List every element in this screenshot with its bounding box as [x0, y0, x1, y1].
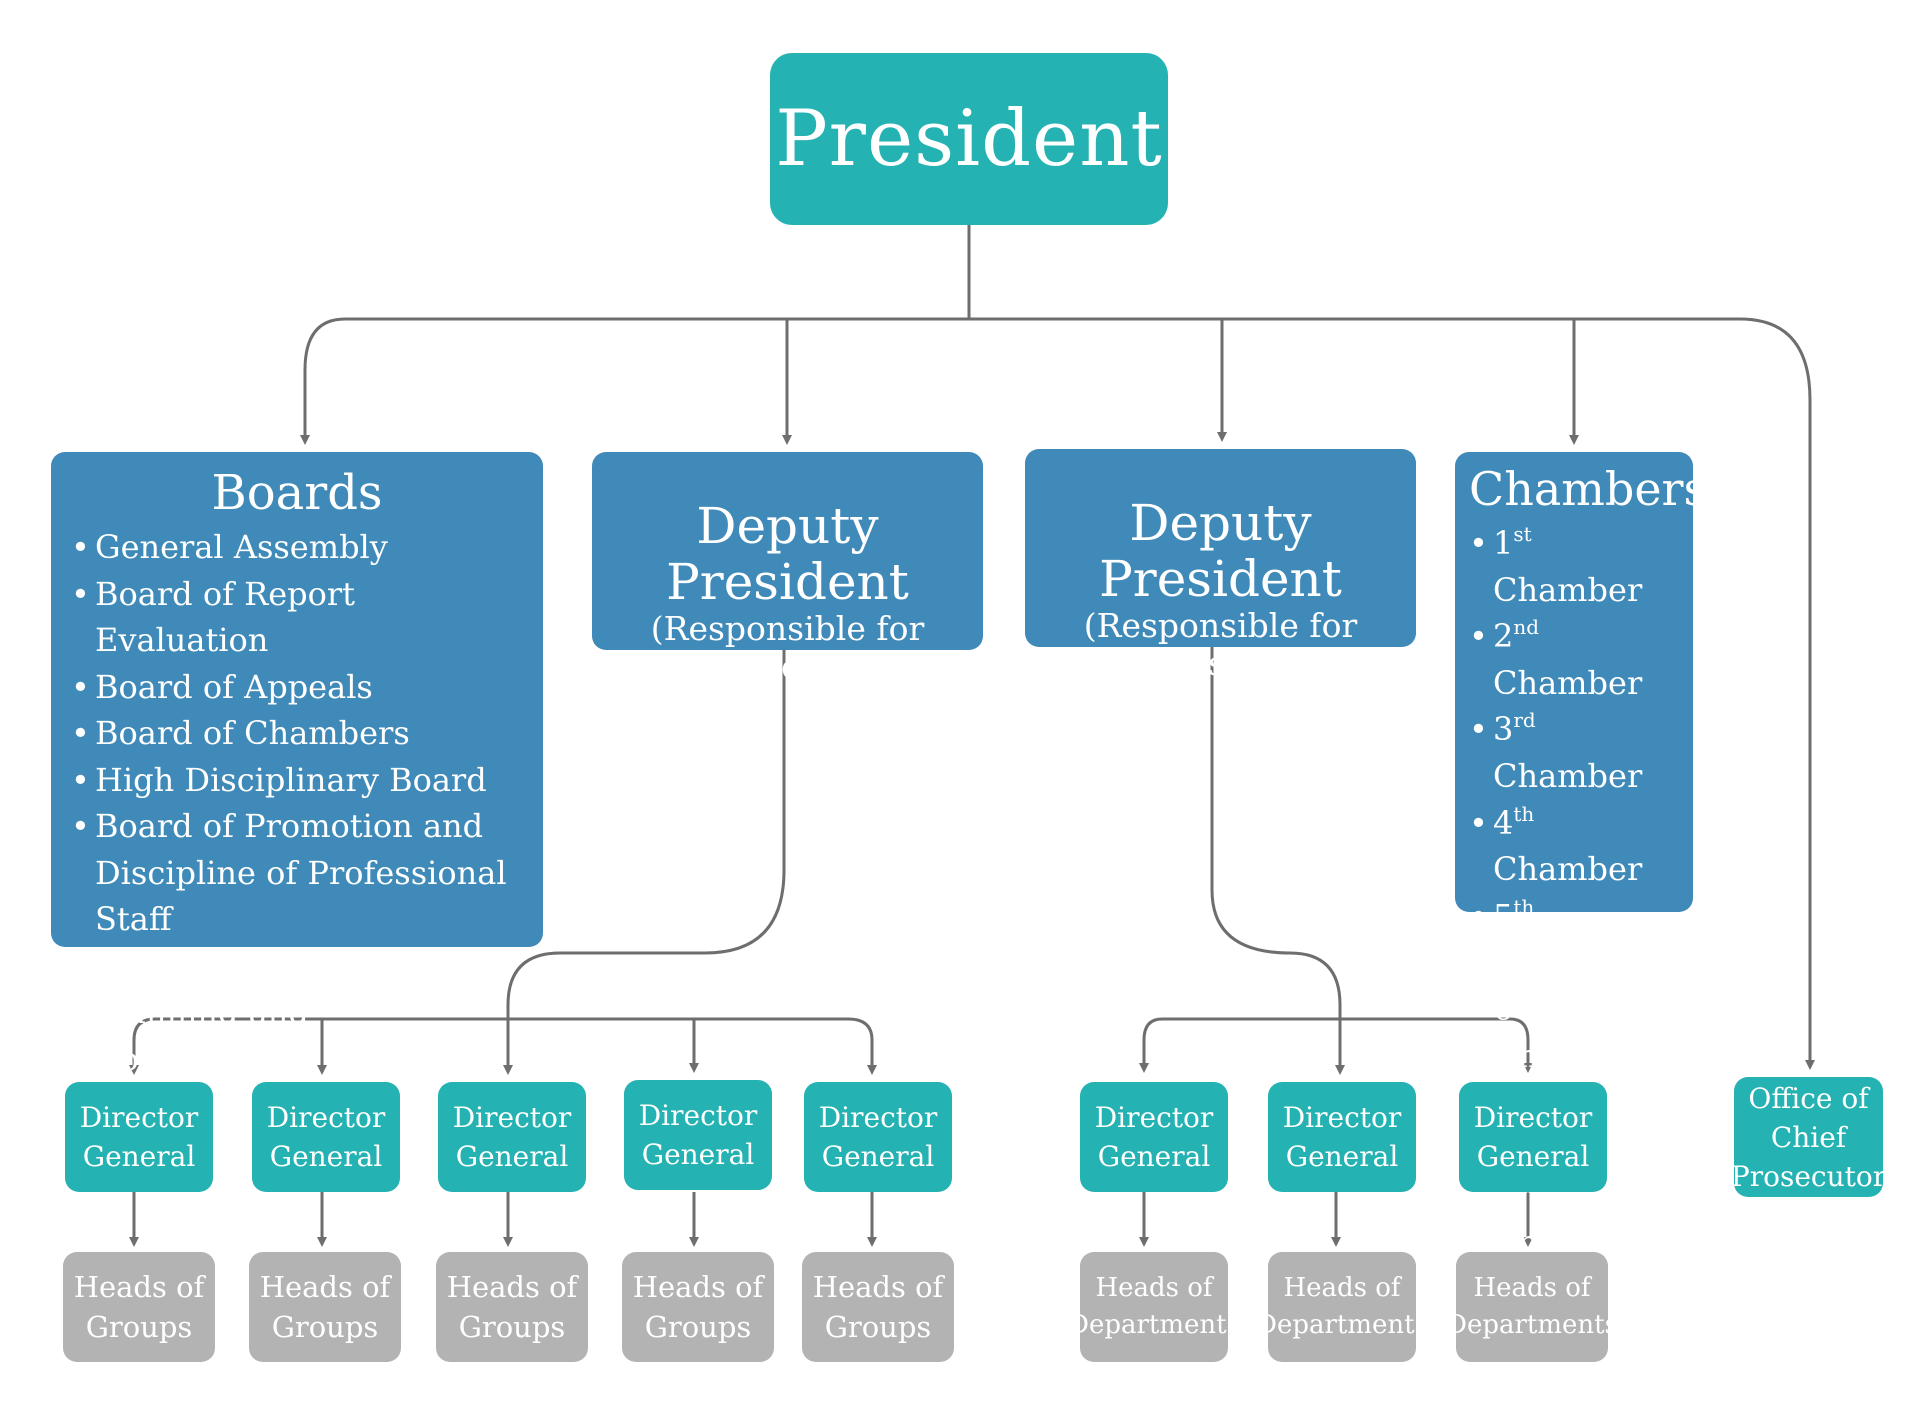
chambers-heading: Chambers [1469, 462, 1708, 516]
deputy-admin-title: Deputy President [1099, 494, 1342, 608]
deputy-president-admin-node: Deputy President (Responsible for Admini… [1025, 449, 1416, 683]
chamber-item: 1st Chamber [1469, 520, 1681, 613]
deputy-president-audit-node: Deputy President (Responsible for Audit) [592, 452, 983, 686]
chamber-number: 4 [1493, 803, 1514, 842]
chamber-label: Chamber [1493, 943, 1643, 982]
heads-label: Heads of Groups [632, 1270, 764, 1344]
boards-list-item: General Assembly [71, 524, 523, 571]
boards-heading: Boards [211, 465, 383, 521]
connector-to-office [1739, 317, 1815, 1070]
heads-label: Heads of Groups [812, 1270, 944, 1344]
heads-label: Heads of Departments [1446, 1273, 1618, 1340]
chambers-node: Chambers 1st Chamber 2nd Chamber 3rd Cha… [1455, 452, 1708, 1261]
boards-list-item: Board of Auditing, Planning and Coordina… [71, 943, 523, 1083]
heads-label: Heads of Departments [1068, 1273, 1240, 1340]
chamber-item: 5th Chamber [1469, 893, 1681, 986]
chamber-ordinal-suffix: th [1513, 987, 1535, 1012]
connector-audit-stem [503, 650, 786, 1075]
chamber-ordinal-suffix: st [1513, 522, 1532, 546]
chamber-item: 4th Chamber [1469, 800, 1681, 893]
director-general-node: Director General [65, 1082, 213, 1192]
chamber-number: 5 [1493, 896, 1514, 935]
connector-to-boards [300, 317, 346, 445]
boards-list-item: Board of Promotion and Discipline of Pro… [71, 803, 523, 943]
chamber-ordinal-suffix: th [1513, 894, 1535, 919]
heads-of-groups-node: Heads of Groups [249, 1252, 401, 1362]
chamber-label: Chamber [1493, 570, 1643, 609]
heads-of-groups-node: Heads of Groups [63, 1252, 215, 1362]
director-general-label: Director General [79, 1101, 199, 1173]
president-node: President [770, 53, 1168, 225]
director-general-label: Director General [452, 1101, 572, 1173]
heads-of-departments-node: Heads of Departments [1068, 1252, 1240, 1362]
boards-list: General Assembly Board of Report Evaluat… [71, 524, 523, 1082]
boards-node: Boards General Assembly Board of Report … [51, 452, 543, 1078]
heads-of-departments-node: Heads of Departments [1256, 1252, 1428, 1362]
chamber-number: 3 [1493, 710, 1514, 749]
chamber-ordinal-suffix: rd [1513, 708, 1536, 733]
president-label: President [775, 94, 1163, 184]
boards-list-item: High Disciplinary Board [71, 757, 523, 804]
director-general-node: Director General [804, 1082, 952, 1192]
heads-label: Heads of Groups [259, 1270, 391, 1344]
heads-of-departments-node: Heads of Departments [1446, 1252, 1618, 1362]
heads-label: Heads of Groups [446, 1270, 578, 1344]
deputy-audit-subtitle: (Responsible for Audit) [650, 609, 925, 686]
chamber-ordinal-suffix: nd [1513, 615, 1540, 640]
heads-of-groups-node: Heads of Groups [436, 1252, 588, 1362]
heads-label: Heads of Groups [73, 1270, 205, 1344]
chamber-label: Chamber [1493, 850, 1643, 889]
office-of-chief-prosecutor-node: Office of Chief Prosecutor [1730, 1077, 1887, 1197]
boards-list-item: Board of Report Evaluation [71, 571, 523, 664]
director-general-label: Director General [1282, 1101, 1402, 1173]
office-label: Office of Chief Prosecutor [1730, 1081, 1887, 1193]
chamber-number: 2 [1493, 617, 1514, 656]
heads-label: Heads of Departments [1256, 1273, 1428, 1340]
chamber-ordinal-suffix: th [1513, 801, 1535, 826]
director-general-label: Director General [1473, 1101, 1593, 1173]
chamber-item: 6th Chamber [1469, 986, 1681, 1079]
director-general-label: Director General [818, 1101, 938, 1173]
chamber-item: 3rd Chamber [1469, 706, 1681, 799]
deputy-admin-subtitle: (Responsible for Administration) [1083, 606, 1358, 683]
director-general-label: Director General [266, 1101, 386, 1173]
connector-admin-stem [1210, 647, 1345, 1075]
chamber-label: Chamber [1493, 663, 1643, 702]
chamber-number: 1 [1493, 524, 1514, 562]
director-general-label: Director General [1094, 1101, 1214, 1173]
director-general-node: Director General [252, 1082, 400, 1192]
boards-list-item: Board of Chambers [71, 710, 523, 757]
chamber-item: 2nd Chamber [1469, 613, 1681, 706]
chamber-label: Chamber [1493, 756, 1643, 795]
chamber-label: Chamber [1493, 1036, 1643, 1075]
heads-of-groups-node: Heads of Groups [622, 1252, 774, 1362]
deputy-audit-title: Deputy President [666, 497, 909, 611]
director-general-label: Director General [638, 1099, 758, 1171]
director-general-node: Director General [1268, 1082, 1416, 1192]
heads-of-groups-node: Heads of Groups [802, 1252, 954, 1362]
director-general-node: Director General [1459, 1082, 1607, 1192]
boards-list-item: Board of Appeals [71, 664, 523, 711]
chamber-number: 6 [1493, 989, 1514, 1028]
director-general-node: Director General [1080, 1082, 1228, 1192]
director-general-node: Director General [438, 1082, 586, 1192]
director-general-node: Director General [624, 1080, 772, 1190]
